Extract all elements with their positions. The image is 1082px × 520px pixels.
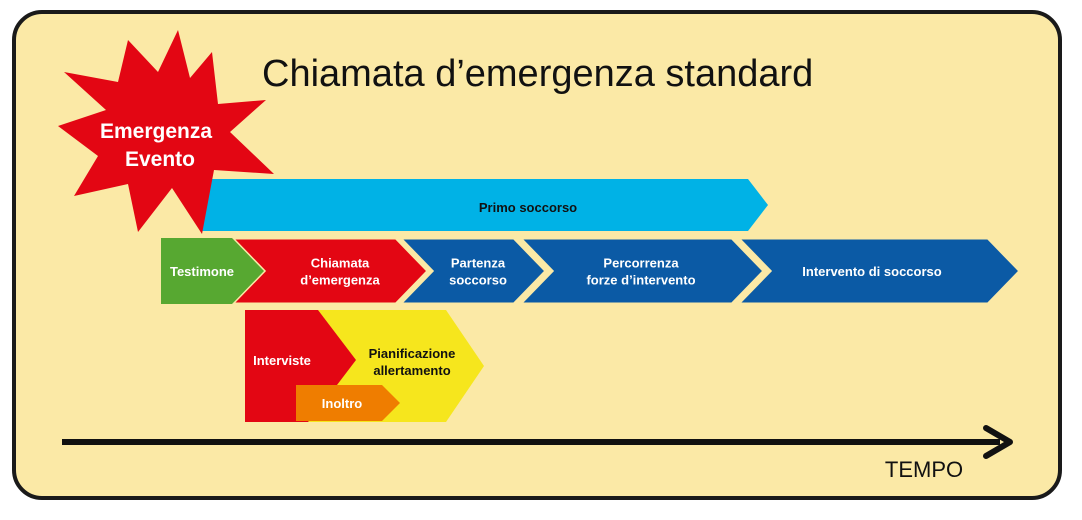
- process-step-label-1-0: Chiamata: [311, 256, 370, 271]
- process-step-travel: [516, 236, 767, 306]
- event-starburst: [58, 30, 274, 234]
- forwarding-label: Inoltro: [322, 396, 362, 411]
- process-step-label-3-1: forze d’intervento: [586, 273, 695, 288]
- process-step-labels: Testimone Chiamata d’emergenza Partenza socc…: [170, 256, 942, 288]
- process-step-label-4-0: Intervento di soccorso: [802, 264, 941, 279]
- first-aid-band: [200, 179, 768, 231]
- process-step-label-0-0: Testimone: [170, 264, 234, 279]
- process-step-witness: [161, 238, 264, 304]
- process-step-departure: [396, 236, 549, 306]
- planning-label-line1: Pianificazione: [369, 346, 456, 361]
- planning-label-line2: allertamento: [373, 363, 450, 378]
- event-label-line1: Emergenza: [100, 120, 212, 143]
- diagram-title: Chiamata d’emergenza standard: [262, 53, 813, 95]
- process-step-label-2-0: Partenza: [451, 256, 506, 271]
- interviews-label: Interviste: [253, 353, 311, 368]
- process-step-label-1-1: d’emergenza: [300, 273, 380, 288]
- event-label-line2: Evento: [125, 148, 195, 171]
- process-step-intervention: [734, 236, 1023, 306]
- time-axis-arrowhead: [983, 425, 1013, 459]
- process-step-label-3-0: Percorrenza: [603, 256, 679, 271]
- first-aid-label: Primo soccorso: [479, 200, 577, 215]
- process-step-label-2-1: soccorso: [449, 273, 507, 288]
- time-axis-label: TEMPO: [885, 457, 963, 482]
- forwarding-shape: [296, 385, 400, 421]
